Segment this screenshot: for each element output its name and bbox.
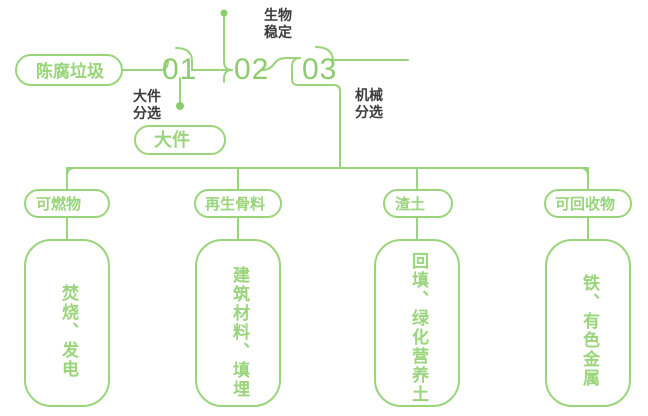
bracket-02-left-bot — [223, 69, 233, 83]
branch-pill-label-3[interactable]: 渣土 — [395, 196, 426, 213]
bracket-03-left — [291, 57, 301, 68]
branch-pill-label-4[interactable]: 可回收物 — [555, 196, 616, 213]
branch-pill-label-2[interactable]: 再生骨料 — [205, 196, 266, 213]
outcome-box-4-shape — [545, 239, 631, 407]
outcome-box-label-4: 铁、有色金属 — [580, 274, 599, 388]
bracket-01-left — [159, 60, 169, 71]
outcome-box-3-shape — [374, 239, 460, 407]
outcome-box-2-shape — [195, 239, 281, 407]
outcome-box-label-3: 回填、绿化营养土 — [409, 252, 428, 404]
step-number-03: 03 — [302, 53, 338, 86]
node-dot-01 — [176, 102, 184, 110]
outcome-box-label-2: 建筑材料、填埋 — [230, 265, 249, 399]
outcome-box-1-shape — [24, 239, 110, 407]
bracket-02-left-top — [223, 60, 233, 71]
root-pill-label[interactable]: 陈腐垃圾 — [36, 62, 104, 81]
bulky-output-label[interactable]: 大件 — [154, 130, 190, 150]
bracket-01-top — [175, 47, 193, 71]
step-caption-01: 大件 分选 — [133, 88, 161, 121]
bracket-03-top — [315, 46, 334, 61]
distribution-bus — [66, 167, 589, 177]
step-number-02: 02 — [234, 53, 270, 86]
bracket-02-right-dip — [261, 63, 275, 71]
branch-pill-label-1[interactable]: 可燃物 — [36, 196, 82, 213]
outcome-box-label-1: 焚烧、发电 — [59, 283, 78, 379]
connector-03-down — [291, 66, 341, 169]
step-caption-02: 生物 稳定 — [264, 7, 292, 40]
node-dot-02 — [220, 9, 228, 17]
bulky-pill-shape — [134, 125, 226, 155]
step-number-01: 01 — [162, 53, 198, 86]
step-caption-03: 机械 分选 — [355, 87, 383, 120]
